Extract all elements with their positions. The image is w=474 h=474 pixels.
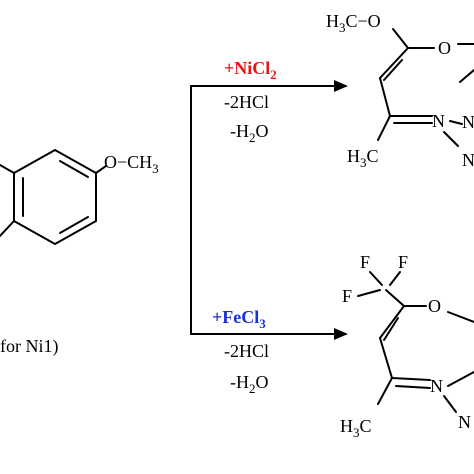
alkene-bond-inner (383, 59, 403, 81)
reactant-structure: O−CH3 for Ni1) (0, 149, 159, 357)
fluorine-label: F (342, 286, 352, 306)
top-byproduct-hcl: -2HCl (224, 92, 269, 112)
bond-to-n (443, 395, 457, 413)
substituent-bond (0, 164, 15, 174)
ring-oxygen-label: O (428, 296, 441, 316)
nitrogen-label: N (430, 376, 443, 396)
c-f-bond (357, 289, 381, 297)
imine-bond (391, 377, 431, 381)
methoxy-label: H3C−O (326, 11, 381, 35)
alkene-bond-inner (383, 317, 399, 341)
c-f-bond (369, 271, 383, 286)
bottom-product-structure: F F F O N N H3C (340, 252, 474, 440)
bottom-arrow-head (334, 328, 348, 340)
nitrogen-label: N (458, 412, 471, 432)
methyl-label: H3C (340, 416, 372, 440)
fluorine-label: F (360, 252, 370, 272)
methoxy-label: O−CH3 (104, 152, 159, 176)
benzene-double-bond (59, 216, 89, 234)
bond-to-n (443, 131, 459, 147)
ring-bond (379, 337, 393, 379)
nitrogen-label: N (462, 150, 474, 170)
ring-bond (379, 305, 405, 339)
cf3-bond (385, 289, 405, 307)
nitrogen-label: N (462, 112, 474, 132)
bottom-byproduct-water: -H2O (230, 372, 269, 396)
methoxy-bond (95, 165, 107, 174)
n-n-bond (447, 371, 474, 387)
benzene-double-bond (59, 160, 89, 178)
fluorine-label: F (398, 252, 408, 272)
bottom-byproduct-hcl: -2HCl (224, 341, 269, 361)
n-n-bond (449, 120, 463, 125)
benzene-ring (13, 149, 97, 245)
methyl-bond (377, 115, 391, 141)
methyl-bond (377, 377, 393, 405)
top-byproduct-water: -H2O (230, 121, 269, 145)
ring-oxygen-label: O (438, 38, 451, 58)
substituent-bond (0, 220, 15, 237)
top-reagent-label: +NiCl2 (224, 58, 277, 82)
bottom-reagent-label: +FeCl3 (212, 307, 266, 331)
reactant-caption: for Ni1) (0, 336, 59, 357)
methoxy-bond (392, 28, 409, 49)
methyl-label: H3C (347, 146, 379, 170)
reaction-arrows (190, 80, 348, 340)
ring-bond (379, 47, 409, 79)
c-f-bond (389, 271, 401, 286)
ring-bond (379, 77, 391, 117)
top-arrow-head (334, 80, 348, 92)
nitrogen-label: N (432, 111, 445, 131)
bond-off-image (459, 69, 474, 83)
top-product-structure: H3C−O O N N N H3C (326, 11, 474, 170)
ring-bond-off-image (447, 311, 474, 323)
imine-bond-inner (395, 385, 431, 389)
